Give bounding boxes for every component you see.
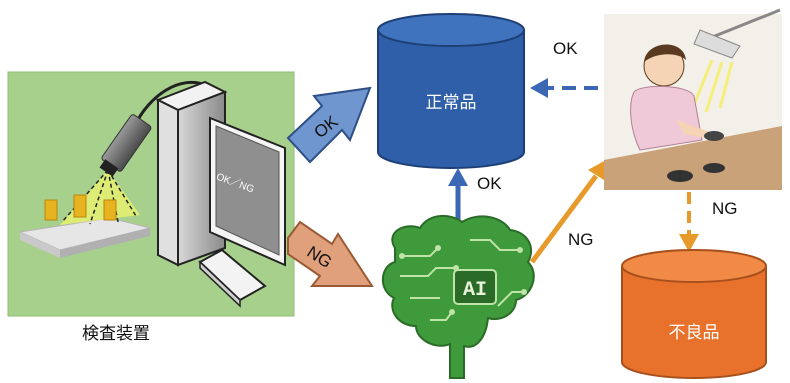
good-products-cylinder: 正常品: [377, 13, 525, 169]
ai-brain-icon: AI: [381, 215, 535, 379]
defective-products-label: 不良品: [669, 323, 720, 342]
monitor-icon: OK／NG: [155, 80, 286, 267]
worker-ok-arrow: [530, 78, 598, 98]
worker-ng-label: NG: [712, 199, 738, 218]
good-products-label: 正常品: [426, 93, 477, 112]
ok-arrow: OK: [286, 86, 372, 164]
keyboard-icon: [198, 248, 267, 308]
product-parts: [44, 194, 117, 221]
worker-ok-label: OK: [553, 39, 578, 58]
inspection-device-panel: OK／NG: [7, 71, 295, 317]
worker-icon: [604, 8, 782, 190]
ai-ng-label: NG: [568, 230, 594, 249]
lamp-icon: [690, 8, 781, 113]
defective-products-cylinder: 不良品: [621, 249, 767, 379]
camera-icon: [99, 80, 206, 177]
ai-ng-arrow: NG: [529, 160, 606, 264]
ng-arrow: NG: [287, 220, 374, 287]
worker-ng-arrow: NG: [679, 192, 738, 252]
ai-ok-label: OK: [477, 174, 502, 193]
inspection-device-caption: 検査装置: [82, 324, 150, 343]
ai-ok-arrow: OK: [448, 168, 502, 222]
ai-label: AI: [463, 279, 487, 302]
